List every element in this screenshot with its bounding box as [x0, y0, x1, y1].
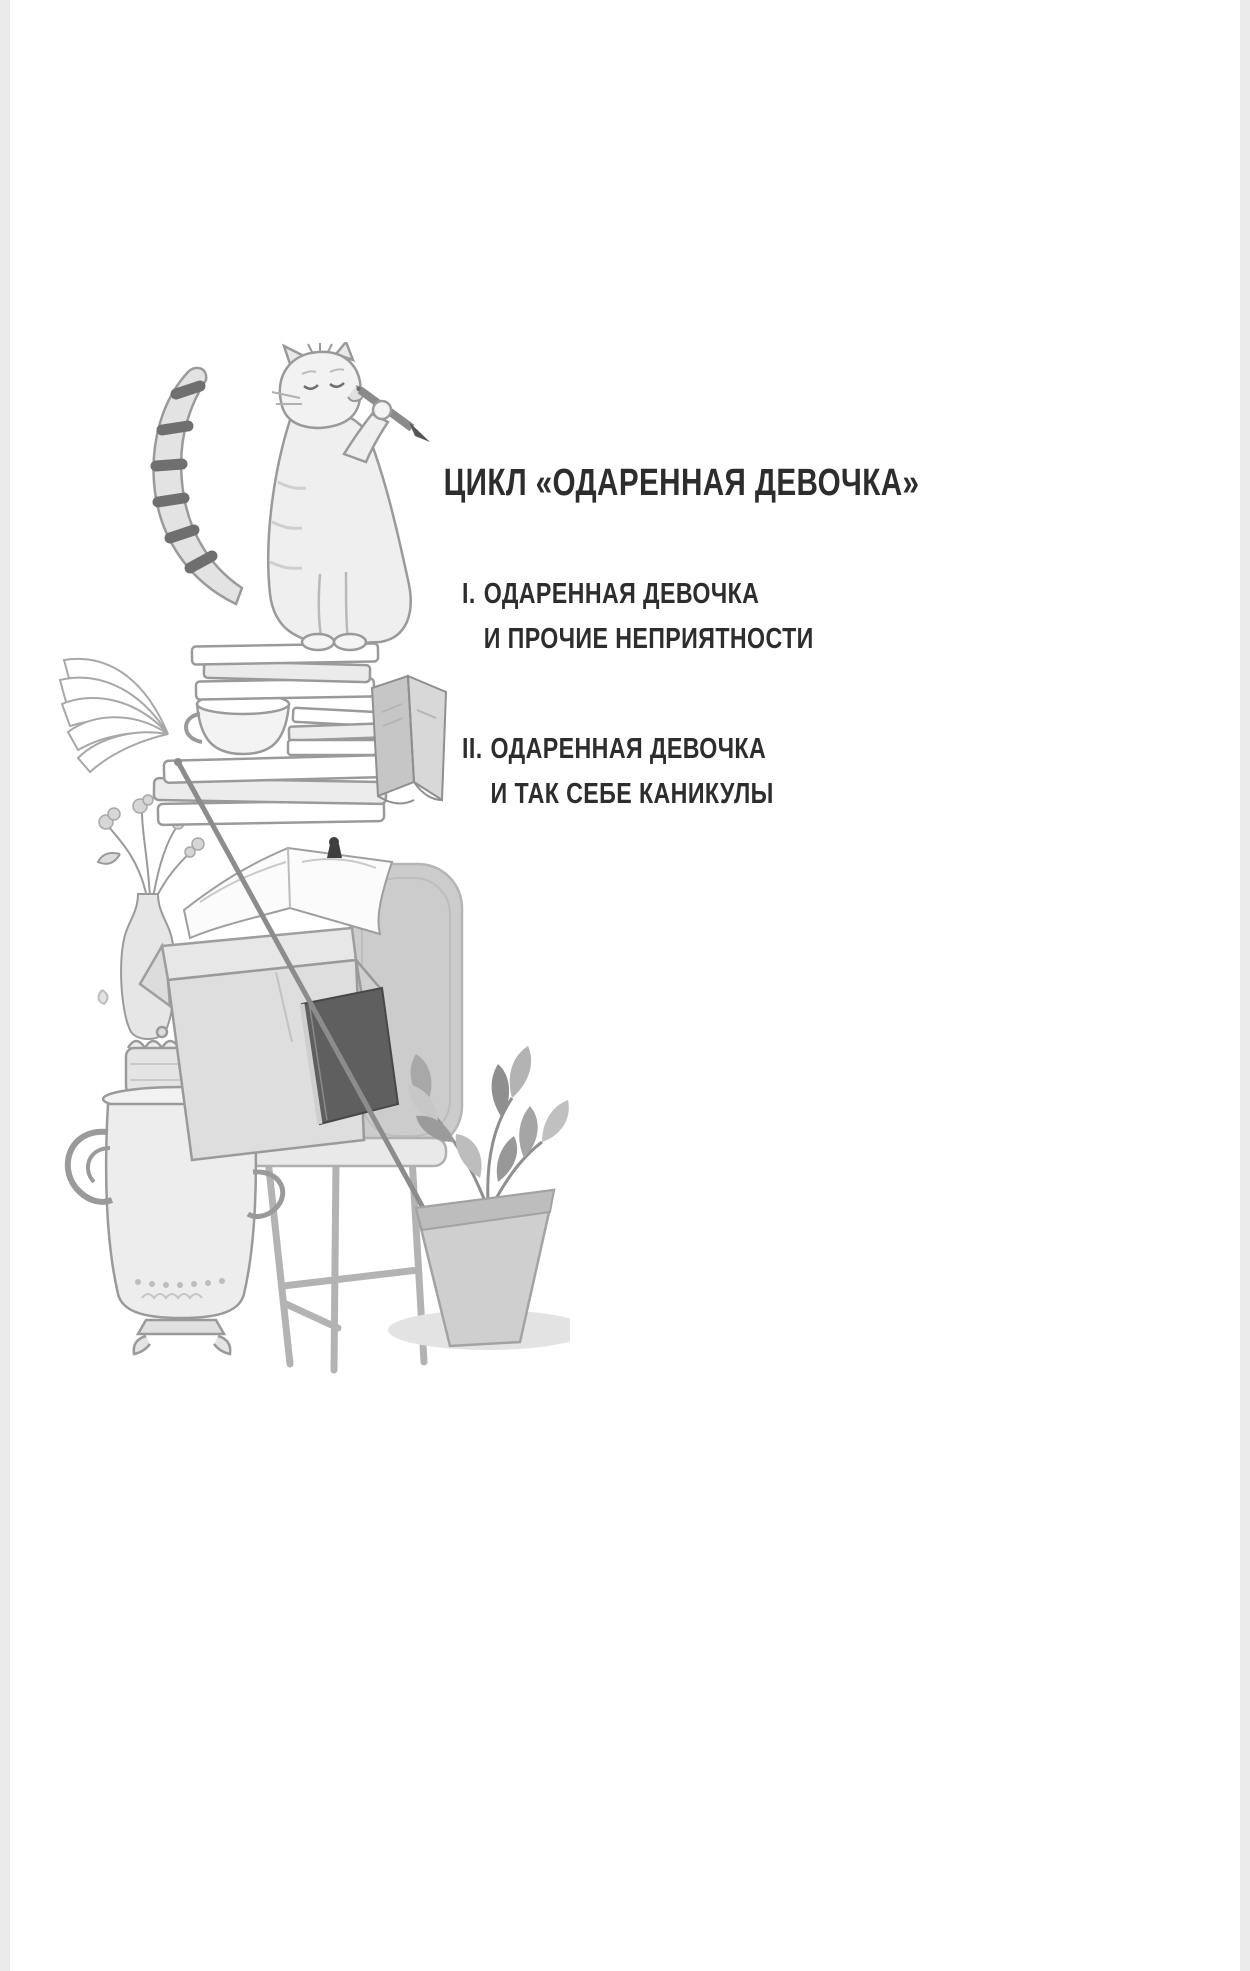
series-item-2-text: ОДАРЕННАЯ ДЕВОЧКА И ТАК СЕБЕ КАНИКУЛЫ: [491, 727, 774, 817]
series-item-1: I. ОДАРЕННАЯ ДЕВОЧКА И ПРОЧИЕ НЕПРИЯТНОС…: [462, 572, 814, 662]
series-item-1-line2: И ПРОЧИЕ НЕПРИЯТНОСТИ: [483, 623, 814, 655]
series-title: ЦИКЛ «ОДАРЕННАЯ ДЕВОЧКА»: [443, 462, 920, 504]
teacup: [184, 692, 291, 756]
cardboard-box-back: [138, 926, 358, 1009]
fanned-open-book: [58, 658, 169, 774]
cat-head: [278, 350, 362, 430]
cat: [150, 342, 430, 652]
cat-arm: [342, 412, 390, 464]
potted-plant: [388, 1046, 570, 1350]
open-book: [370, 674, 448, 805]
series-item-2: II. ОДАРЕННАЯ ДЕВОЧКА И ТАК СЕБЕ КАНИКУЛ…: [462, 727, 774, 817]
cat-paw: [371, 399, 393, 421]
series-item-1-text: ОДАРЕННАЯ ДЕВОЧКА И ПРОЧИЕ НЕПРИЯТНОСТИ: [484, 572, 814, 662]
cat-books-illustration: [58, 342, 570, 1374]
series-item-1-line1: ОДАРЕННАЯ ДЕВОЧКА: [483, 578, 760, 610]
series-item-2-numeral: II.: [462, 733, 483, 765]
page-edge-right: [1240, 0, 1250, 1971]
book-stack: [152, 642, 389, 827]
tail-stripes: [150, 380, 218, 574]
vase-with-flowers: [96, 794, 205, 1040]
series-item-1-numeral: I.: [462, 578, 476, 610]
keyhole-mark: [327, 837, 342, 858]
series-item-2-line2: И ТАК СЕБЕ КАНИКУЛЫ: [490, 778, 774, 810]
notebook: [299, 986, 400, 1126]
paper-sheets: [182, 837, 394, 940]
series-item-2-line1: ОДАРЕННАЯ ДЕВОЧКА: [490, 733, 767, 765]
page-edge-left: [0, 0, 10, 1971]
